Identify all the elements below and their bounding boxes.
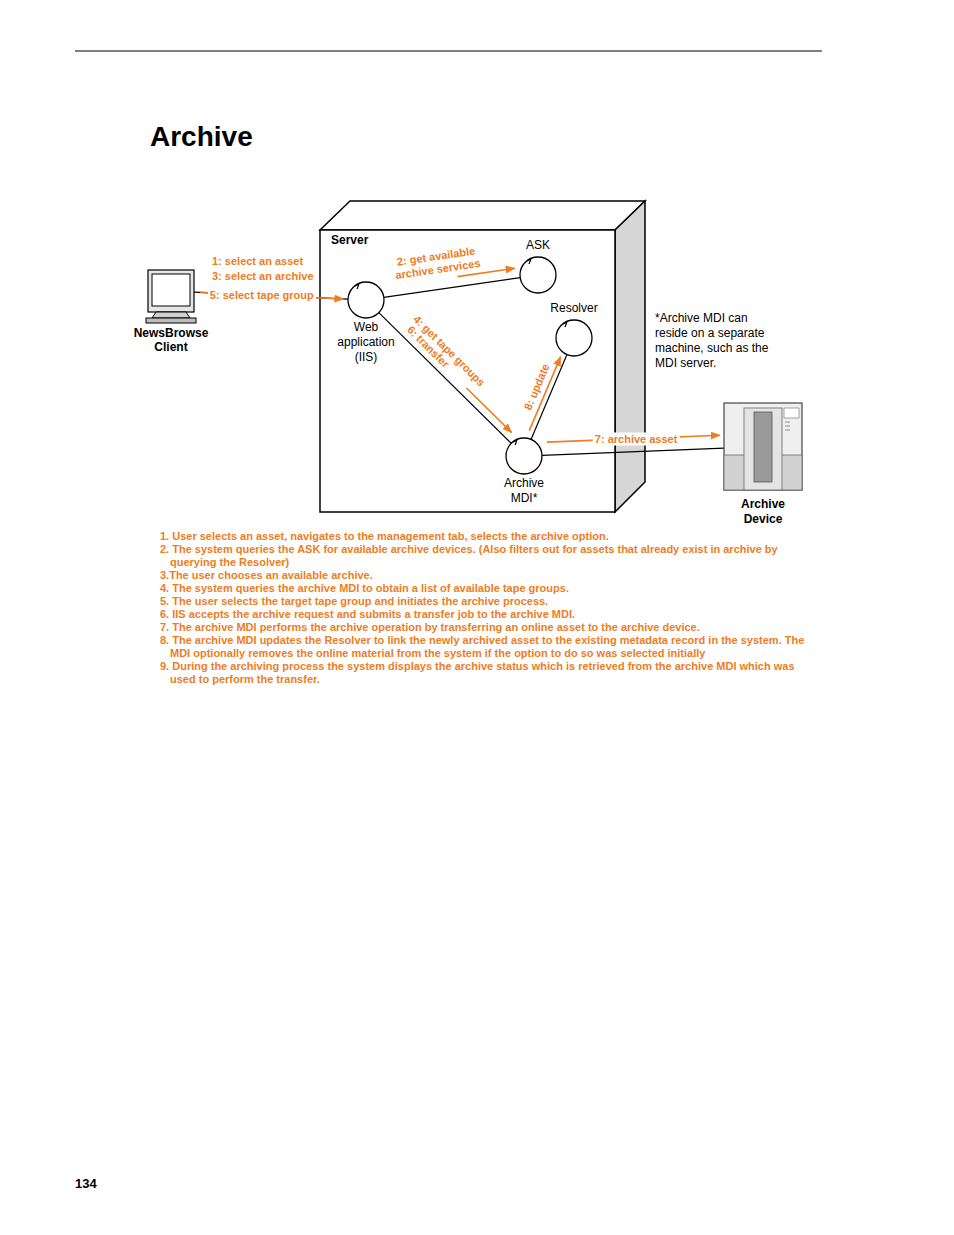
circle-symbol	[518, 255, 558, 295]
server-side-face	[615, 201, 645, 512]
circle-symbol	[504, 436, 544, 476]
service-circle: Resolver	[539, 301, 609, 358]
step-text: 4. The system queries the archive MDI to…	[160, 582, 808, 595]
service-circle: Archive MDI*	[499, 436, 549, 506]
node-label: Archive Device	[722, 497, 804, 527]
flow-label: 7: archive asset	[593, 432, 680, 445]
monitor-screen	[152, 274, 190, 306]
page-title: Archive	[150, 121, 253, 153]
page-number: 134	[75, 1176, 97, 1191]
step-text: 6. IIS accepts the archive request and s…	[160, 608, 808, 621]
server-front-face	[320, 230, 615, 512]
flow-label: 2: get available archive services	[386, 243, 489, 283]
client-node: NewsBrowse Client	[130, 268, 212, 354]
monitor-stand	[152, 312, 190, 318]
connector-line	[542, 448, 724, 455]
flow-label: 5: select tape group	[208, 289, 316, 302]
step-text: 1. User selects an asset, navigates to t…	[160, 530, 808, 543]
step-list: 1. User selects an asset, navigates to t…	[160, 530, 808, 686]
rotation-tick	[513, 440, 517, 445]
node-label: Resolver	[539, 301, 609, 316]
rotation-tick	[355, 284, 359, 289]
step-text: 5. The user selects the target tape grou…	[160, 595, 808, 608]
rotation-tick	[563, 322, 567, 327]
service-circle: ASK	[508, 238, 568, 295]
flow-connector	[379, 313, 512, 444]
node-label: Server	[331, 233, 368, 247]
step-text: 7. The archive MDI performs the archive …	[160, 621, 808, 634]
device-door	[744, 408, 782, 490]
circle-symbol	[346, 280, 386, 320]
flow-label: 1: select an asset	[212, 255, 303, 268]
step-text: 8. The archive MDI updates the Resolver …	[160, 634, 808, 660]
circle-symbol	[554, 318, 594, 358]
flow-label: 8: update	[521, 362, 552, 412]
rotation-tick	[527, 259, 531, 264]
circle-outline	[348, 282, 384, 318]
server-top-face	[320, 201, 645, 230]
device-window	[754, 412, 772, 482]
node-label: ASK	[508, 238, 568, 253]
connector-line	[379, 313, 511, 444]
step-text: 3.The user chooses an available archive.	[160, 569, 808, 582]
monitor-body	[148, 270, 194, 312]
circle-outline	[506, 438, 542, 474]
step-text: 9. During the archiving process the syst…	[160, 660, 808, 686]
device-button	[785, 426, 790, 427]
circle-outline	[556, 320, 592, 356]
flow-label: 3: select an archive	[212, 270, 314, 283]
note-text: *Archive MDI can reside on a separate ma…	[655, 311, 783, 371]
computer-icon	[130, 268, 212, 326]
top-rule	[75, 51, 822, 52]
node-label: Archive MDI*	[499, 476, 549, 506]
device-display	[784, 408, 799, 418]
archive-device-icon	[722, 402, 804, 494]
device-button	[785, 422, 790, 423]
monitor-base	[146, 318, 196, 323]
device-cabinet	[724, 403, 802, 490]
step-text: 2. The system queries the ASK for availa…	[160, 543, 808, 569]
circle-outline	[520, 257, 556, 293]
service-circle: Web application (IIS)	[331, 280, 401, 365]
node-label: NewsBrowse Client	[130, 326, 212, 354]
device-node: Archive Device	[722, 402, 804, 527]
device-button	[785, 430, 790, 431]
node-label: Web application (IIS)	[331, 320, 401, 365]
flow-arrow	[467, 388, 512, 432]
